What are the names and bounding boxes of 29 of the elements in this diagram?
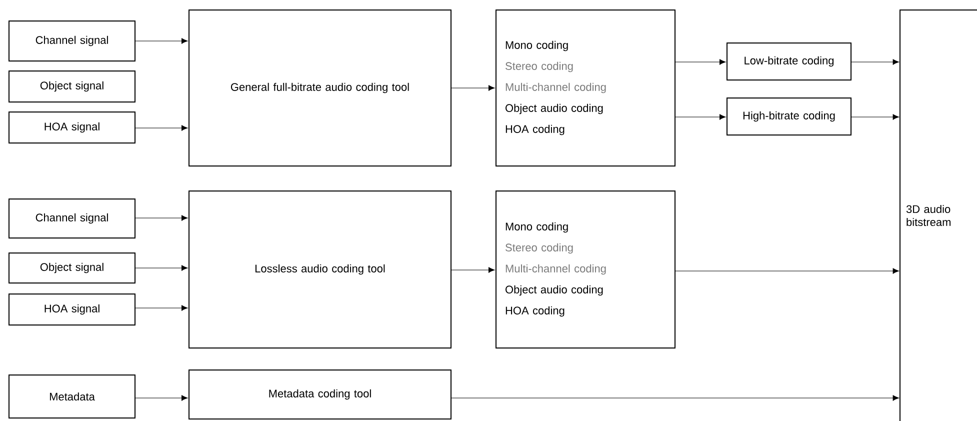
arrow [851, 114, 900, 120]
bitrate-box: High-bitrate coding [726, 98, 852, 136]
arrow [451, 267, 495, 273]
bitstream-box: 3D audio bitstream [900, 10, 977, 421]
arrow [135, 395, 188, 401]
signal-box: Channel signal [8, 198, 136, 238]
bitrate-box: Low-bitrate coding [726, 42, 852, 80]
arrow [851, 59, 900, 65]
signal-box: HOA signal [8, 112, 136, 144]
arrow [451, 395, 900, 401]
arrow [451, 85, 495, 91]
signal-box: HOA signal [8, 294, 136, 326]
coding-list-box: Mono coding Stereo coding Multi-channel coding Object audio coding HOA coding [496, 190, 676, 348]
signal-box: Object signal [8, 252, 136, 284]
arrow [135, 215, 188, 221]
signal-box: Object signal [8, 70, 136, 102]
coding-tool-box: Metadata coding tool [188, 370, 452, 420]
signal-box: Metadata [8, 374, 136, 418]
signal-box: Channel signal [8, 20, 136, 62]
arrow [135, 125, 188, 131]
arrow [135, 265, 188, 271]
arrow [135, 305, 188, 311]
arrow [675, 268, 900, 274]
coding-tool-box: General full-bitrate audio coding tool [188, 10, 452, 166]
arrow [135, 38, 188, 44]
coding-tool-box: Lossless audio coding tool [188, 190, 452, 348]
arrow [675, 114, 726, 120]
coding-list-box: Mono coding Stereo coding Multi-channel coding Object audio coding HOA coding [496, 10, 676, 166]
arrow [675, 59, 726, 65]
